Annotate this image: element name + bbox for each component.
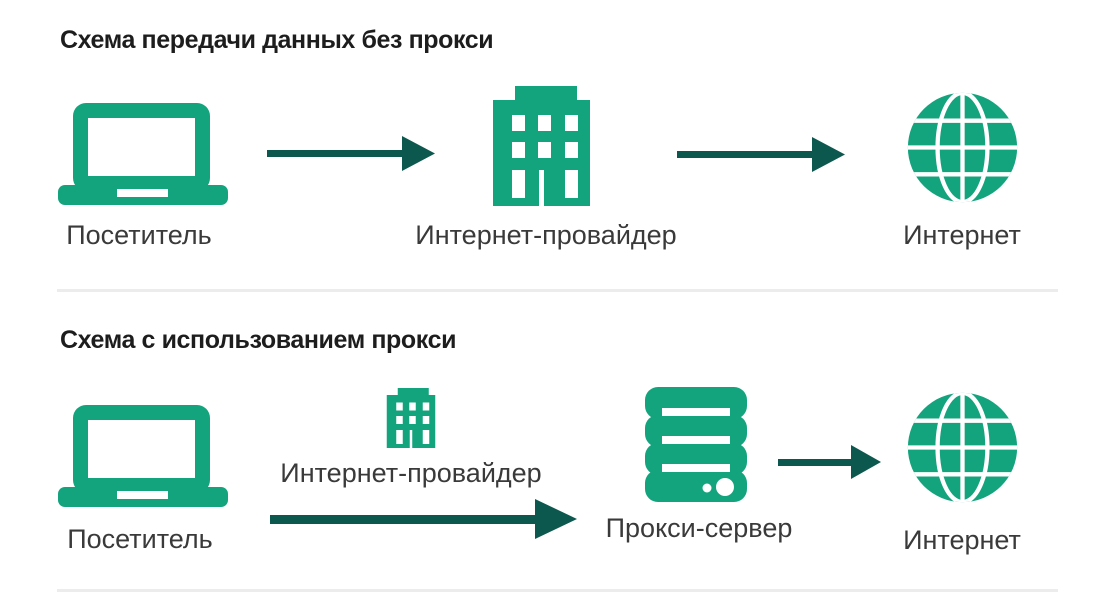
- server-icon: [645, 387, 747, 502]
- visitor-label: Посетитель: [66, 220, 212, 250]
- internet-label: Интернет: [903, 525, 1021, 555]
- internet-label: Интернет: [903, 220, 1021, 250]
- globe-icon: [905, 90, 1020, 205]
- provider-label: Интернет-провайдер: [280, 458, 542, 488]
- visitor-label: Посетитель: [67, 524, 213, 554]
- section-divider: [57, 289, 1058, 292]
- scheme-with-proxy: Схема с использованием прокси Посетитель: [0, 308, 1098, 616]
- section-divider: [57, 589, 1058, 592]
- scheme-with-proxy-title: Схема с использованием прокси: [60, 326, 457, 354]
- provider-label: Интернет-провайдер: [415, 220, 677, 250]
- building-icon: [385, 388, 437, 448]
- arrow-right-icon: [778, 445, 881, 479]
- arrow-right-icon: [677, 136, 845, 172]
- arrow-right-icon: [270, 499, 577, 539]
- globe-icon: [905, 390, 1020, 505]
- arrow-right-icon: [267, 135, 435, 171]
- laptop-icon: [58, 405, 228, 507]
- proxy-server-label: Прокси-сервер: [605, 513, 793, 543]
- scheme-without-proxy: Схема передачи данных без прокси Посетит…: [57, 26, 1058, 292]
- scheme-without-proxy-title: Схема передачи данных без прокси: [60, 26, 494, 54]
- laptop-icon: [58, 103, 228, 205]
- building-icon: [493, 86, 590, 206]
